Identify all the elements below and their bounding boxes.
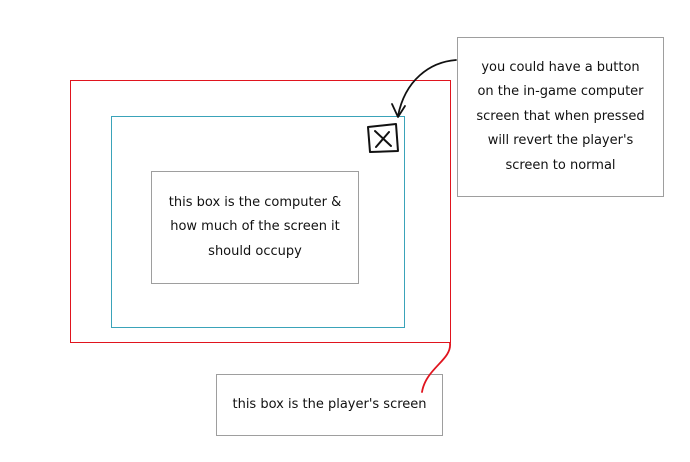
button-callout-box: you could have a button on the in-game c…	[457, 37, 664, 197]
player-screen-callout-box: this box is the player's screen	[216, 374, 443, 436]
computer-box: this box is the computer & how much of t…	[151, 171, 359, 284]
button-callout-label: you could have a button on the in-game c…	[476, 59, 645, 173]
game-screen-box	[111, 116, 405, 328]
computer-box-label: this box is the computer & how much of t…	[168, 194, 342, 259]
player-screen-box	[70, 80, 451, 343]
player-screen-callout-label: this box is the player's screen	[232, 396, 427, 412]
